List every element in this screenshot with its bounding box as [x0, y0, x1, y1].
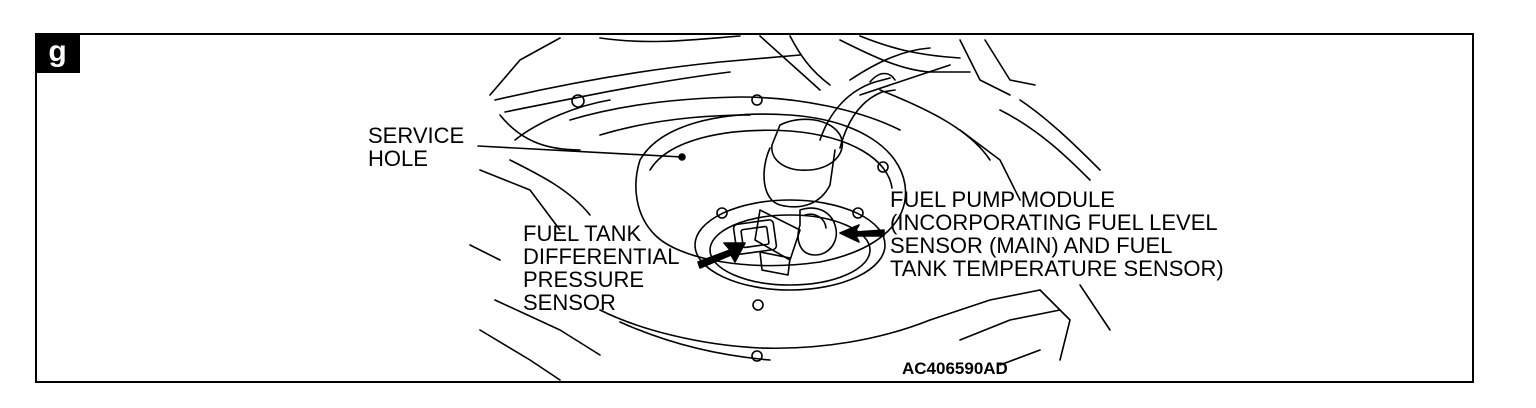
pressure-sensor-arrow: [697, 242, 746, 269]
service-hole-label-line: HOLE: [368, 146, 428, 171]
pump-module-label: FUEL PUMP MODULE (INCORPORATING FUEL LEV…: [890, 188, 1224, 280]
pressure-sensor-label-line: SENSOR: [523, 290, 616, 315]
service-hole-label-line: SERVICE: [368, 123, 465, 148]
pressure-sensor-label-line: DIFFERENTIAL: [523, 244, 680, 269]
figure-id: AC406590AD: [902, 359, 1008, 378]
pump-module-label-line: (INCORPORATING FUEL LEVEL: [890, 210, 1218, 235]
mounting-bolts: [571, 94, 889, 362]
service-hole-leader: [477, 145, 683, 158]
service-hole-label: SERVICE HOLE: [368, 124, 464, 170]
figure-frame: [35, 33, 1474, 383]
panel-tag: g: [35, 33, 80, 73]
pressure-sensor-label-line: FUEL TANK: [523, 221, 642, 246]
pump-module-label-line: TANK TEMPERATURE SENSOR): [890, 256, 1224, 281]
body-panel-lines: [469, 35, 1111, 381]
pump-module-label-line: FUEL PUMP MODULE: [890, 187, 1115, 212]
pressure-sensor-connector: [732, 219, 791, 276]
service-hole-outline: [635, 113, 907, 267]
pump-module-arrow: [839, 224, 885, 243]
service-hole-leader-dot: [678, 153, 686, 161]
fuel-hose: [819, 72, 896, 149]
pressure-sensor-label: FUEL TANK DIFFERENTIAL PRESSURE SENSOR: [523, 222, 679, 314]
pump-module-label-line: SENSOR (MAIN) AND FUEL: [890, 233, 1173, 258]
pressure-sensor-label-line: PRESSURE: [523, 267, 645, 292]
